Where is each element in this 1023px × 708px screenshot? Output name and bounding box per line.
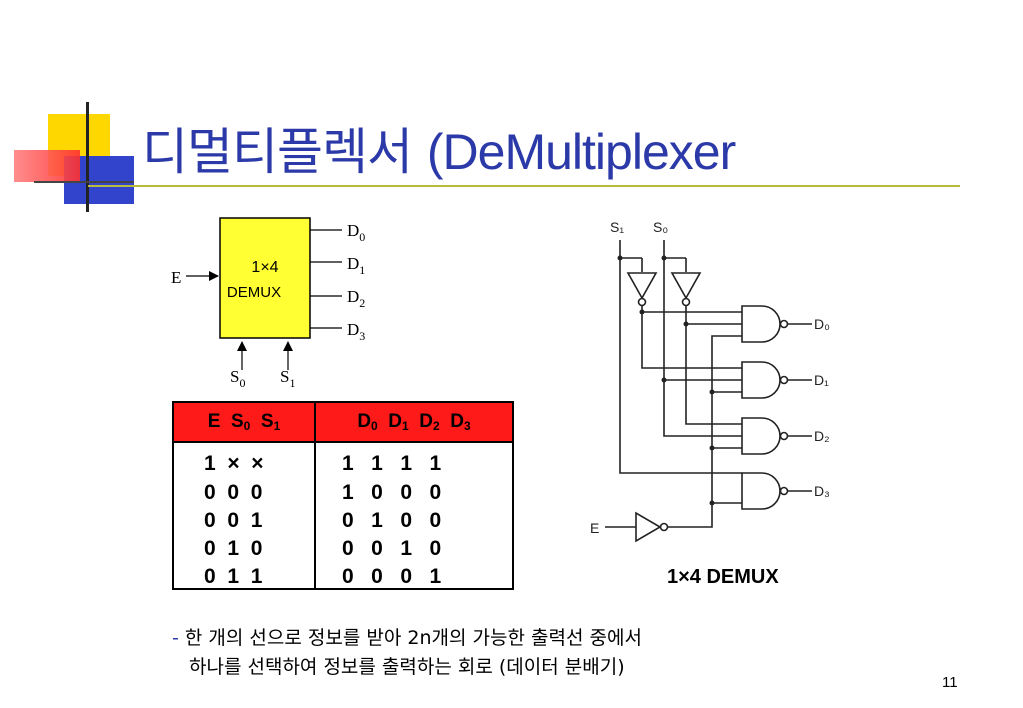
- block-label-size: 1×4: [251, 259, 278, 276]
- inverter-e: [635, 511, 662, 543]
- block-input-label: E: [171, 268, 181, 287]
- circuit-output-d1: D₁: [814, 372, 829, 388]
- junction: [617, 255, 623, 261]
- table-row-outputs: 0 0 0 1: [342, 565, 442, 588]
- circuit-output-d3: D₃: [814, 483, 830, 499]
- circuit-label-e: E: [590, 520, 599, 536]
- junction: [661, 377, 667, 383]
- demux-logic-circuit: S₁ S₀ E: [590, 219, 830, 543]
- wire-e-not: [668, 335, 742, 528]
- circuit-output-d0: D₀: [814, 316, 830, 332]
- junction: [683, 321, 689, 327]
- table-row-inputs: 0 1 1: [204, 565, 263, 588]
- nand-gate-d1: [741, 361, 781, 399]
- deco-horizontal-line: [34, 181, 134, 183]
- table-row-outputs: 0 1 0 0: [342, 509, 442, 532]
- circuit-caption: 1×4 DEMUX: [667, 566, 779, 588]
- title-underline: [88, 185, 960, 187]
- block-output-label-3: D3: [347, 320, 365, 343]
- table-row-outputs: 1 0 0 0: [342, 481, 442, 504]
- wire-s1-true: [619, 240, 742, 474]
- circuit-output-d2: D₂: [814, 428, 830, 444]
- block-select-label-1: S1: [280, 367, 295, 390]
- junction: [709, 445, 715, 451]
- table-row-outputs: 1 1 1 1: [342, 452, 442, 475]
- nand-bubble-d0: [779, 319, 789, 329]
- description-line-2: 하나를 선택하여 정보를 출력하는 회로 (데이터 분배기): [189, 656, 625, 678]
- junction: [639, 309, 645, 315]
- inverter-e-bubble: [659, 522, 669, 532]
- title-korean: 디멀티플렉서: [142, 123, 427, 181]
- table-row-inputs: 0 0 0: [204, 481, 263, 504]
- nand-gate-d3: [741, 472, 781, 510]
- junction: [709, 500, 715, 506]
- inverter-s1-bubble: [637, 297, 647, 307]
- table-row-inputs: 0 0 1: [204, 509, 263, 532]
- block-output-label-1: D1: [347, 254, 365, 277]
- block-output-label-0: D0: [347, 221, 365, 244]
- inverter-s1: [626, 272, 658, 300]
- junction: [709, 389, 715, 395]
- table-row-inputs: 1 × ×: [204, 452, 264, 475]
- block-output-label-2: D2: [347, 287, 365, 310]
- nand-gate-d0: [741, 305, 781, 343]
- block-label-demux: DEMUX: [227, 284, 281, 301]
- junction: [661, 255, 667, 261]
- table-row-inputs: 0 1 0: [204, 537, 263, 560]
- description-line-1: - 한 개의 선으로 정보를 받아 2n개의 가능한 출력선 중에서: [172, 627, 642, 649]
- title-english: (DeMultiplexer: [426, 124, 736, 180]
- circuit-label-s1: S₁: [610, 219, 624, 235]
- nand-bubble-d3: [779, 486, 789, 496]
- header-outputs: D0 D1 D2 D3: [357, 411, 471, 433]
- page-number: 11: [942, 674, 958, 691]
- inverter-s0-bubble: [681, 297, 691, 307]
- table-row-outputs: 0 0 1 0: [342, 537, 442, 560]
- demux-block: [219, 217, 311, 339]
- header-inputs: E S0 S1: [207, 411, 281, 433]
- nand-bubble-d2: [779, 431, 789, 441]
- block-select-label-0: S0: [230, 367, 245, 390]
- description-dash: -: [172, 627, 185, 649]
- deco-red-square: [14, 150, 80, 182]
- nand-bubble-d1: [779, 375, 789, 385]
- deco-vertical-line: [86, 102, 89, 212]
- wire-s0-not: [685, 306, 742, 425]
- wire-s1-not: [641, 306, 742, 369]
- description-text: - 한 개의 선으로 정보를 받아 2n개의 가능한 출력선 중에서 하나를 선…: [172, 624, 642, 682]
- wire-s0-true: [663, 240, 742, 437]
- circuit-label-s0: S₀: [653, 219, 668, 235]
- slide-title: 디멀티플렉서 (DeMultiplexer: [142, 112, 736, 184]
- truth-table-divider: [314, 403, 316, 588]
- nand-gate-d2: [741, 417, 781, 455]
- demux-block-diagram: 1×4 DEMUX E D0 D1 D2 D3 S0 S1: [171, 217, 365, 390]
- inverter-s0: [670, 272, 702, 300]
- truth-table: E S0 S1 D0 D1 D2 D3 1 × × 0 0 0 0 0 1 0 …: [172, 401, 514, 590]
- truth-table-header: E S0 S1 D0 D1 D2 D3: [174, 403, 512, 443]
